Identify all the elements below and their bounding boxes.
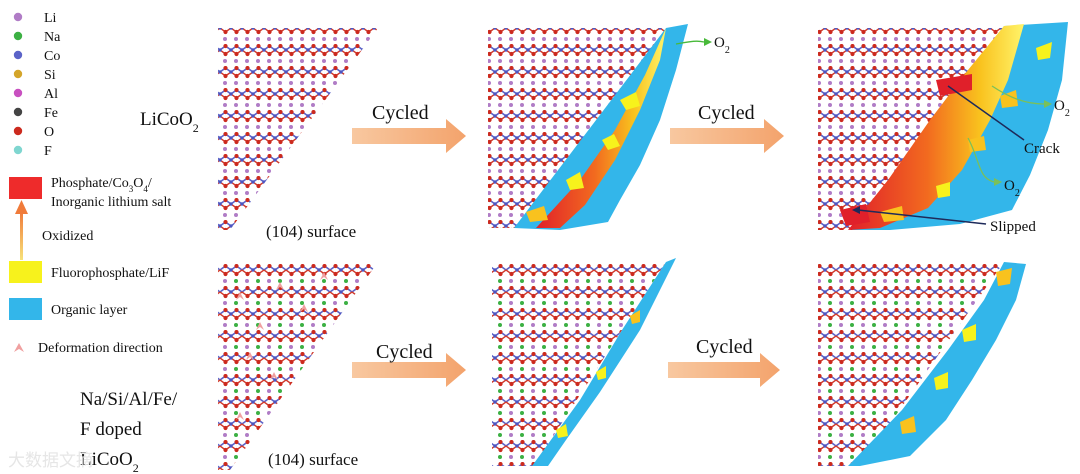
o2-release-arrow	[675, 40, 705, 45]
legend-label-co: Co	[44, 49, 60, 64]
o2-release-arrow	[967, 137, 995, 183]
o2-label-3: O2	[1004, 178, 1020, 199]
fluorophosphate-spot	[620, 92, 640, 110]
deformation-direction-icon	[14, 343, 24, 352]
o2-arrowhead	[994, 178, 1002, 186]
fluorophosphate-spot	[1000, 90, 1018, 108]
fluorophosphate-spot	[526, 206, 548, 222]
top-pristine-surface-panel	[218, 28, 378, 230]
fluorophosphate-spot	[996, 268, 1012, 286]
o2-arrowhead	[1044, 100, 1052, 108]
o2-arrowhead	[704, 38, 712, 46]
oxidized-arrow	[15, 200, 28, 260]
fluorophosphate-spot	[934, 372, 948, 390]
fluorophosphate-spot	[602, 134, 620, 150]
row-label-doped-line2: F doped	[80, 419, 142, 440]
crack-region	[936, 74, 972, 96]
top-surface-label: (104) surface	[266, 222, 356, 241]
legend-dot-o	[13, 126, 23, 136]
slipped-arrowhead	[852, 206, 860, 214]
deformation-direction-label: Deformation direction	[38, 341, 163, 356]
legend-label-al: Al	[44, 87, 58, 102]
bottom-pristine-surface-panel	[218, 262, 378, 470]
legend-dot-na	[13, 31, 23, 41]
watermark: 大数据文摘	[8, 451, 93, 471]
fluorophosphate-spot	[556, 424, 568, 438]
slipped-pointer	[857, 209, 987, 225]
fluorophosphate-spot	[936, 182, 950, 198]
crack-pointer	[947, 85, 1025, 141]
bottom-cycled-arrow-2	[668, 353, 780, 387]
fluorophosphate-spot	[900, 416, 916, 434]
legend-label-si: Si	[44, 68, 56, 83]
fluorophosphate-swatch	[9, 261, 42, 283]
legend-dot-si	[13, 69, 23, 79]
bottom-pristine-lattice	[218, 262, 378, 470]
oxidized-interphase-region	[848, 24, 1024, 230]
bottom-cycled-twice-panel	[818, 262, 1026, 466]
row-label-licoo2: LiCoO2	[140, 109, 199, 135]
legend-label-na: Na	[44, 30, 61, 45]
legend-label-f: F	[44, 144, 52, 159]
deformation-markers	[236, 272, 328, 420]
bottom-cycled-once-panel	[492, 258, 676, 466]
slipped-region	[840, 204, 870, 226]
legend-dot-al	[13, 88, 23, 98]
crack-label: Crack	[1024, 141, 1060, 157]
fluorophosphate-label: Fluorophosphate/LiF	[51, 266, 169, 281]
bottom-cycled-arrow-1	[352, 353, 466, 387]
organic-layer-region	[514, 24, 688, 230]
legend-dot-li	[13, 12, 23, 22]
slipped-label: Slipped	[990, 219, 1036, 235]
top-cycled-arrow-2	[670, 119, 784, 153]
phosphate-label-line1: Phosphate/Co3O4/	[51, 176, 152, 194]
legend-dot-co	[13, 50, 23, 60]
fluorophosphate-spot	[1036, 42, 1052, 60]
legend-label-o: O	[44, 125, 54, 140]
o2-label-2: O2	[1054, 98, 1070, 119]
top-cycled-label-2: Cycled	[698, 102, 755, 124]
bottom-cycled-label-1: Cycled	[376, 341, 433, 363]
fluorophosphate-spot	[630, 310, 640, 324]
legend-label-li: Li	[44, 11, 57, 26]
fluorophosphate-spot	[596, 366, 606, 380]
top-cycled-label-1: Cycled	[372, 102, 429, 124]
o2-release-arrow	[991, 85, 1045, 105]
bottom-cycled-label-2: Cycled	[696, 336, 753, 358]
bottom-cycled-once-lattice	[492, 262, 666, 466]
legend-dot-f	[13, 145, 23, 155]
o2-label-1: O2	[714, 35, 730, 56]
fluorophosphate-spot	[962, 324, 976, 342]
organic-layer-label: Organic layer	[51, 303, 128, 318]
top-cycled-once-lattice	[488, 28, 666, 228]
phosphate-label-line2: Inorganic lithium salt	[51, 195, 171, 210]
oxidized-label: Oxidized	[42, 229, 93, 244]
bottom-surface-label: (104) surface	[268, 450, 358, 469]
organic-layer-swatch	[9, 298, 42, 320]
fluorophosphate-spot	[566, 172, 584, 190]
top-cycled-once-panel	[488, 24, 688, 230]
row-label-doped-line3: LiCoO2	[80, 449, 139, 474]
legend-label-fe: Fe	[44, 106, 58, 121]
organic-layer-region	[848, 262, 1026, 466]
phosphate-swatch	[9, 177, 42, 199]
top-cycled-twice-panel	[818, 22, 1068, 230]
top-cycled-arrow-1	[352, 119, 466, 153]
bottom-cycled-twice-lattice	[818, 262, 1004, 466]
row-label-doped-line1: Na/Si/Al/Fe/	[80, 389, 178, 410]
legend-dot-fe	[13, 107, 23, 117]
